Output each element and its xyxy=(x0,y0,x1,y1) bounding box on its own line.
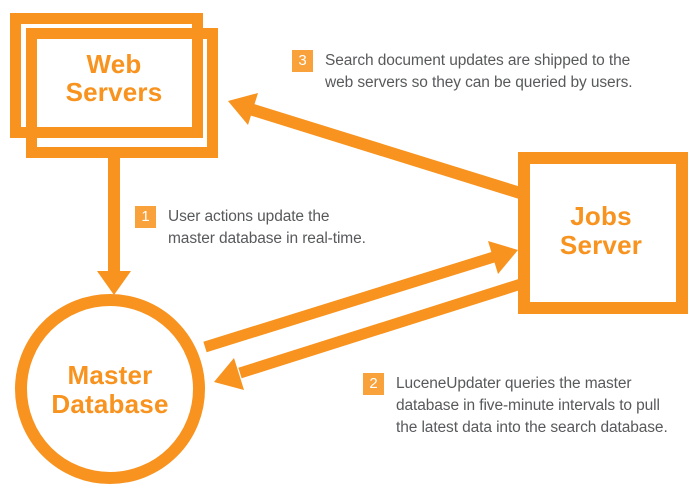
annotation-2-text: LuceneUpdater queries the master databas… xyxy=(396,373,690,439)
annotation-2-number-badge: 2 xyxy=(363,373,384,395)
jobs-server-label: Jobs Server xyxy=(559,201,643,260)
arrowhead-right-icon xyxy=(488,241,518,274)
annotation-line: the latest data into the search database… xyxy=(396,419,668,436)
web-servers-node xyxy=(10,13,218,158)
web-servers-back-box xyxy=(10,13,203,138)
web-servers-label: Web Servers xyxy=(65,49,163,107)
arrow-shaft xyxy=(203,250,499,353)
annotation-1-text: User actions update the master database … xyxy=(168,206,368,250)
jobs-server-box xyxy=(518,152,688,314)
annotation-line: User actions update the xyxy=(168,208,330,225)
annotation-line: web servers so they can be queried by us… xyxy=(325,74,633,91)
annotation-1-number-badge: 1 xyxy=(135,206,156,228)
arrowhead-down-left-icon xyxy=(214,358,244,390)
arrowhead-up-left-icon xyxy=(228,93,258,125)
annotation-3-number-badge: 3 xyxy=(292,50,313,72)
annotation-line: master database in real-time. xyxy=(168,230,366,247)
master-database-label: Master Database xyxy=(51,360,169,419)
annotation-line: Search document updates are shipped to t… xyxy=(325,52,631,69)
arrow-shaft xyxy=(238,278,523,379)
annotation-line: database in five-minute intervals to pul… xyxy=(396,397,660,414)
arrow-web-servers-to-master-database xyxy=(97,152,131,295)
arrow-jobs-server-to-master-database xyxy=(214,278,523,390)
arrowhead-down-icon xyxy=(97,271,131,295)
annotation-2: 2 LuceneUpdater queries the master datab… xyxy=(363,373,690,439)
annotation-line: LuceneUpdater queries the master xyxy=(396,375,632,392)
arrow-jobs-server-to-web-servers xyxy=(228,93,522,199)
annotation-3-text: Search document updates are shipped to t… xyxy=(325,50,650,94)
arrow-master-database-to-jobs-server xyxy=(203,241,518,353)
web-servers-front-box xyxy=(26,28,218,158)
master-database-circle xyxy=(15,294,205,484)
annotation-3: 3 Search document updates are shipped to… xyxy=(292,50,650,94)
arrow-shaft xyxy=(248,103,522,199)
annotation-1: 1 User actions update the master databas… xyxy=(135,206,368,250)
